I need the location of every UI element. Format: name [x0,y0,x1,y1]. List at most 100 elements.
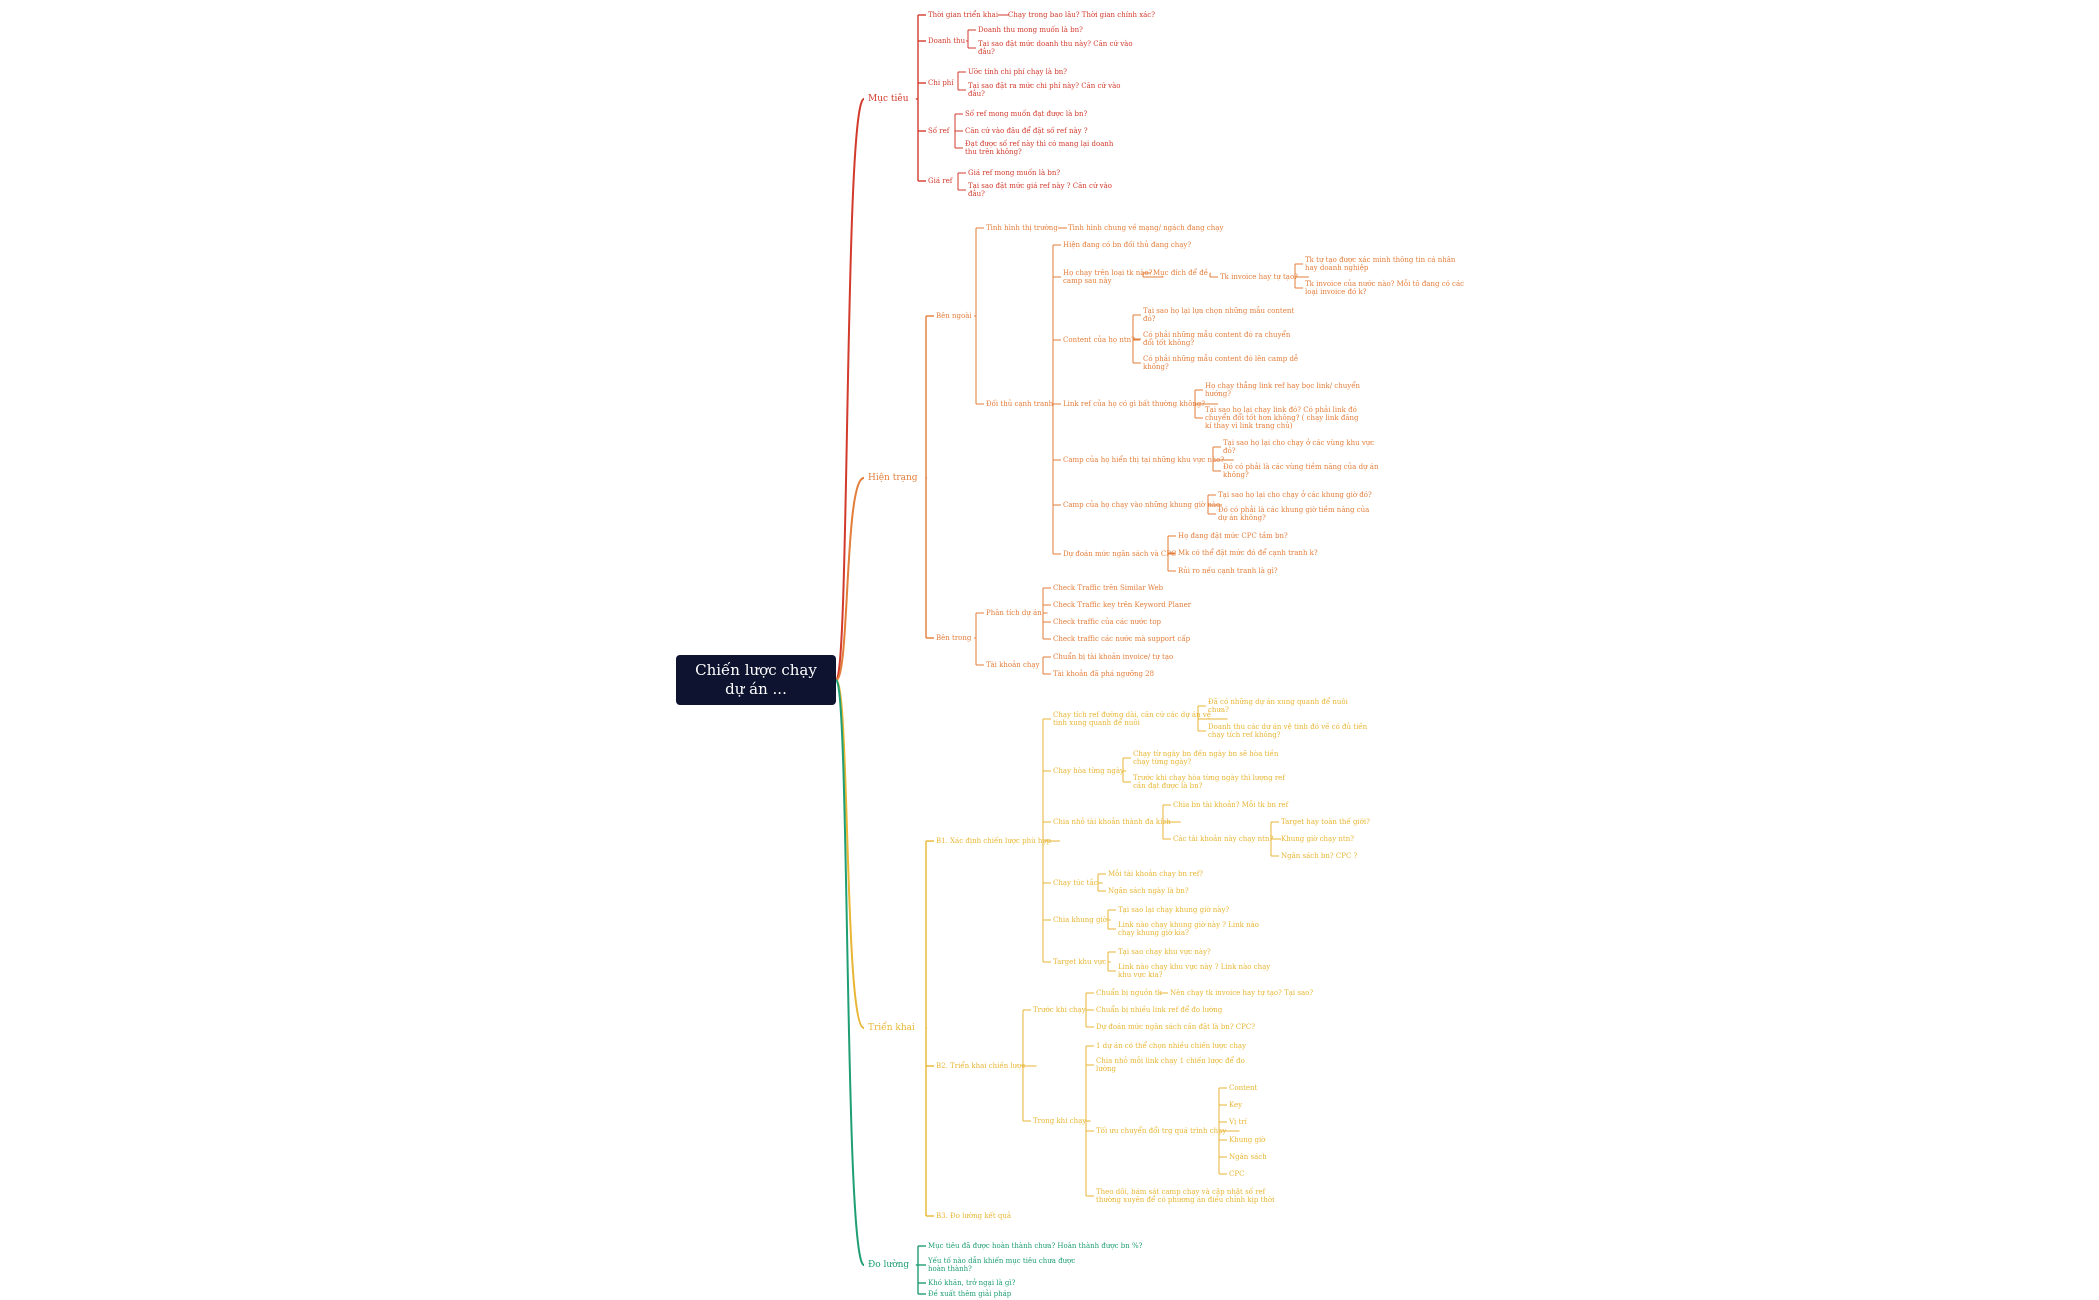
node-mt-so-ref[interactable]: Số ref [928,127,950,135]
node-tk-b1-kg-1[interactable]: Tại sao lại chạy khung giờ này? [1118,906,1230,914]
node-tk-b2-tr-1[interactable]: Chuẩn bị nguồn tk [1096,989,1162,997]
node-tk-b2-tg-4[interactable]: Theo dõi, bám sát camp chạy và cập nhật … [1096,1188,1275,1204]
node-mt-chi-phi[interactable]: Chi phí [928,79,954,87]
node-ht-pt-1[interactable]: Check Traffic trên Similar Web [1053,584,1164,592]
node-tk-b1-kv-1[interactable]: Tại sao chạy khu vực này? [1118,948,1211,956]
node-tk-b2-tr-1-1[interactable]: Nên chạy tk invoice hay tự tạo? Tại sao? [1170,989,1314,997]
node-ht-dt-ngan-sach[interactable]: Dự đoán mức ngân sách và CPC [1063,550,1177,558]
node-ht-pt-3[interactable]: Check traffic của các nước top [1053,618,1162,626]
node-mt-so-ref-2[interactable]: Căn cứ vào đâu để đặt số ref này ? [965,127,1088,135]
node-mt-gia-ref-2[interactable]: Tại sao đặt mức giá ref này ? Căn cứ vào… [968,182,1113,198]
node-tk-b2-truoc[interactable]: Trước khi chạy [1033,1006,1086,1014]
node-tk-b2-tg-1[interactable]: 1 dự án có thể chọn nhiều chiến lược chạ… [1096,1042,1247,1050]
node-ht-ben-ngoai[interactable]: Bên ngoài [936,312,972,320]
node-tk-b2-tg-2[interactable]: Chia nhỏ mỗi link chạy 1 chiến lược để đ… [1096,1057,1245,1073]
node-mt-thoi-gian[interactable]: Thời gian triển khai [928,11,999,19]
node-tk-b1-tich-ref[interactable]: Chạy tích ref đường dài, căn cứ các dự á… [1053,711,1211,727]
node-tk-b1-cn-2-2[interactable]: Khung giờ chạy ntn? [1281,835,1354,843]
node-b-do-luong[interactable]: Đo lường [868,1260,910,1270]
node-dl-1[interactable]: Mục tiêu đã được hoàn thành chưa? Hoàn t… [928,1242,1143,1250]
node-ht-dt-khung-gio-1[interactable]: Tại sao họ lại cho chạy ở các khung giờ … [1218,491,1372,499]
node-tk-b1-cn-1[interactable]: Chia bn tài khoản? Mỗi tk bn ref [1173,801,1289,809]
node-tk-b2-tr-2[interactable]: Chuẩn bị nhiều link ref để đo lường [1096,1006,1223,1014]
node-tk-b1-kg-2[interactable]: Link nào chạy khung giờ này ? Link nào c… [1118,921,1259,937]
node-ht-dt-khung-gio[interactable]: Camp của họ chạy vào những khung giờ nào [1063,501,1221,509]
node-tk-b2-tg-3-6[interactable]: CPC [1229,1170,1245,1178]
node-ht-dt-khu-vuc[interactable]: Camp của họ hiển thị tại những khu vực n… [1063,456,1225,464]
node-b-trien-khai[interactable]: Triển khai [868,1023,915,1033]
node-mt-so-ref-1[interactable]: Số ref mong muốn đạt được là bn? [965,110,1088,118]
node-tk-b2-tg-3[interactable]: Tối ưu chuyển đổi trg quá trình chạy [1096,1127,1227,1135]
node-b-hien-trang[interactable]: Hiện trạng [868,473,918,483]
node-ht-dt-content-2[interactable]: Có phải những mẫu content đó ra chuyển đ… [1143,331,1291,347]
node-tk-b1-htn-1[interactable]: Chạy từ ngày bn đến ngày bn sẽ hòa tiền … [1133,750,1279,766]
node-tk-b3[interactable]: B3. Đo lường kết quả [936,1212,1012,1220]
node-tk-b1-khu-vuc[interactable]: Target khu vực [1053,958,1107,966]
node-ht-pt-2[interactable]: Check Traffic key trên Keyword Planer [1053,601,1192,609]
node-dl-4[interactable]: Đề xuất thêm giải pháp [928,1290,1012,1298]
node-ht-dt-content-3[interactable]: Có phải những mẫu content đó lên camp dễ… [1143,355,1299,371]
node-ht-tinh-hinh-1[interactable]: Tình hình chung về mạng/ ngách đang chạy [1068,224,1224,232]
node-ht-dt-link-2[interactable]: Tại sao họ lại chạy link đó? Có phải lin… [1205,406,1359,430]
node-ht-tk-1[interactable]: Chuẩn bị tài khoản invoice/ tự tạo [1053,653,1174,661]
node-ht-dt-tk-1[interactable]: Tk tự tạo được xác minh thông tin cá nhâ… [1305,256,1456,272]
node-ht-pt-4[interactable]: Check traffic các nước mà support cấp [1053,635,1191,643]
node-tk-b1-kv-2[interactable]: Link nào chạy khu vực này ? Link nào chạ… [1118,963,1271,979]
node-ht-phan-tich[interactable]: Phân tích dự án [986,609,1042,617]
node-dl-3[interactable]: Khó khăn, trở ngại là gì? [928,1279,1016,1287]
node-tk-b2-tr-3[interactable]: Dự đoán mức ngân sách cần đặt là bn? CPC… [1096,1023,1255,1031]
node-ht-dt-muc-dich[interactable]: Mục đích để đề [1153,269,1208,277]
node-ht-dt-tk-invoice[interactable]: Tk invoice hay tự tạo? [1220,273,1298,281]
node-tk-b2[interactable]: B2. Triển khai chiến lược [936,1062,1026,1070]
node-tk-b2-tg-3-4[interactable]: Khung giờ [1229,1136,1266,1144]
node-tk-b2-tg-3-2[interactable]: Key [1229,1101,1243,1109]
node-ht-tinh-hinh[interactable]: Tình hình thị trường [986,224,1058,232]
node-mt-so-ref-3[interactable]: Đạt được số ref này thì có mang lại doan… [965,140,1114,156]
node-ht-dt-link-1[interactable]: Họ chạy thẳng link ref hay bọc link/ chu… [1205,382,1361,398]
node-tk-b1-khung-gio[interactable]: Chia khung giờ [1053,916,1107,924]
node-tk-b2-tg-3-3[interactable]: Vị trí [1229,1118,1247,1126]
node-tk-b2-tg-3-5[interactable]: Ngân sách [1229,1153,1267,1161]
node-ht-dt-link[interactable]: Link ref của họ có gì bất thường không? [1063,400,1206,408]
node-ht-dt-khu-vuc-1[interactable]: Tại sao họ lại cho chạy ở các vùng khu v… [1223,439,1375,455]
node-mt-thoi-gian-1[interactable]: Chạy trong bao lâu? Thời gian chính xác? [1008,11,1155,19]
node-tk-b1-htn-2[interactable]: Trước khi chạy hòa từng ngày thì lượng r… [1133,774,1285,790]
node-tk-b1-cn-2-1[interactable]: Target hay toàn thế giới? [1281,818,1370,826]
node-tk-b1-tuc-tac[interactable]: Chạy túc tắc [1053,879,1098,887]
node-ht-dt-loai-tk[interactable]: Họ chạy trên loại tk nào? camp sau này [1063,269,1153,285]
node-dl-2[interactable]: Yếu tố nào dẫn khiến mục tiêu chưa được … [928,1257,1076,1273]
node-mt-doanh-thu-1[interactable]: Doanh thu mong muốn là bn? [978,26,1083,34]
node-tk-b1-cn-2[interactable]: Các tài khoản này chạy ntn? [1173,835,1274,843]
node-ht-dt-ngan-sach-2[interactable]: Mk có thể đặt mức đó để cạnh tranh k? [1178,549,1318,557]
node-ht-dt-content-1[interactable]: Tại sao họ lại lựa chọn những mẫu conten… [1143,307,1295,323]
node-tk-b1-tich-ref-2[interactable]: Doanh thu các dự án vệ tinh đó về có đủ … [1208,723,1368,739]
node-ht-dt-khung-gio-2[interactable]: Đó có phải là các khung giờ tiềm năng củ… [1218,506,1370,522]
node-ht-tk-2[interactable]: Tài khoản đã phá ngưỡng 28 [1053,670,1155,678]
node-ht-dt-khu-vuc-2[interactable]: Đó có phải là các vùng tiềm năng của dự … [1223,463,1379,479]
node-ht-dt-tk-2[interactable]: Tk invoice của nước nào? Mỗi tô đang có … [1305,280,1465,296]
node-mt-gia-ref[interactable]: Giá ref [928,177,953,185]
node-tk-b2-tg-3-1[interactable]: Content [1229,1084,1258,1092]
node-tk-b1-tich-ref-1[interactable]: Đã có những dự án xung quanh để nuôi chư… [1208,698,1348,714]
node-mt-gia-ref-1[interactable]: Giá ref mong muốn là bn? [968,169,1061,177]
node-mt-chi-phi-2[interactable]: Tại sao đặt ra mức chi phí này? Căn cứ v… [968,82,1121,98]
node-b-muc-tieu[interactable]: Mục tiêu [868,94,909,104]
node-tk-b1-tt-1[interactable]: Mỗi tài khoản chạy bn ref? [1108,870,1204,878]
root-node[interactable]: Chiến lược chạy dự án ... [676,655,836,705]
node-tk-b1-cn-2-3[interactable]: Ngân sách bn? CPC ? [1281,852,1358,860]
node-mt-doanh-thu-2[interactable]: Tại sao đặt mức doanh thu này? Căn cứ và… [978,40,1133,56]
node-tk-b1[interactable]: B1. Xác định chiến lược phù hợp [936,837,1052,845]
node-ht-tai-khoan[interactable]: Tài khoản chạy [986,661,1040,669]
node-ht-dt-ngan-sach-1[interactable]: Họ đang đặt mức CPC tầm bn? [1178,532,1288,540]
node-tk-b2-trong[interactable]: Trong khi chạy [1033,1117,1087,1125]
node-tk-b1-tt-2[interactable]: Ngân sách ngày là bn? [1108,887,1189,895]
node-tk-b1-chia-nho[interactable]: Chia nhỏ tài khoản thành đa kích [1053,818,1171,826]
node-ht-ben-trong[interactable]: Bên trong [936,634,972,642]
node-ht-dt-ngan-sach-3[interactable]: Rủi ro nếu cạnh tranh là gì? [1178,567,1278,575]
node-ht-doi-thu[interactable]: Đối thủ cạnh tranh [986,400,1054,408]
node-ht-dt-hien-dang[interactable]: Hiện đang có bn đối thủ đang chạy? [1063,241,1192,249]
node-tk-b1-hoa-tung-ngay[interactable]: Chạy hòa từng ngày [1053,767,1124,775]
node-ht-dt-content[interactable]: Content của họ ntn? [1063,336,1135,344]
node-mt-doanh-thu[interactable]: Doanh thu [928,37,966,45]
node-mt-chi-phi-1[interactable]: Ước tính chi phí chạy là bn? [968,68,1068,76]
